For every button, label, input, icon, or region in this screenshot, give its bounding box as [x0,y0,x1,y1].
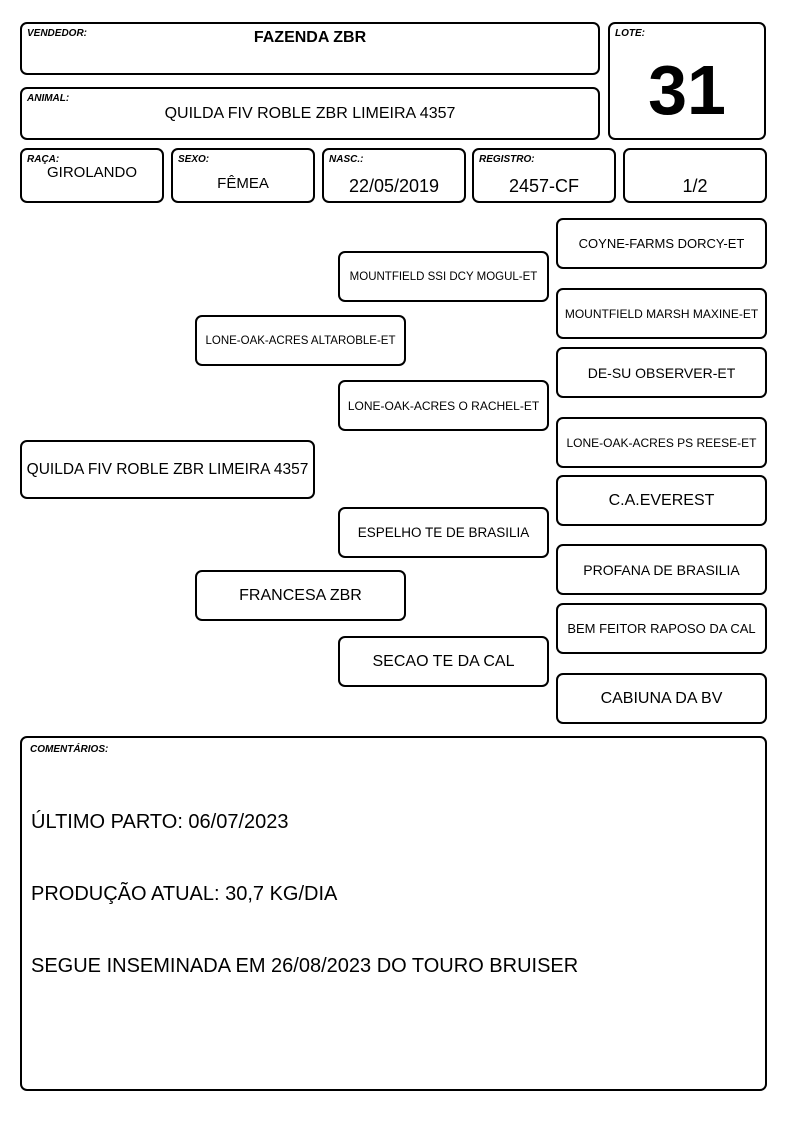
breed-value: GIROLANDO [46,164,137,181]
pedigree-sd-sire: DE-SU OBSERVER-ET [556,347,767,398]
breed-box: RAÇA: GIROLANDO [20,148,164,203]
vendor-value: FAZENDA ZBR [253,29,367,46]
pedigree-ss-dam: MOUNTFIELD MARSH MAXINE-ET [556,288,767,339]
pedigree-ss-sire: COYNE-FARMS DORCY-ET [556,218,767,269]
pedigree-ds-sire: C.A.EVEREST [556,475,767,526]
breed-label: RAÇA: [27,154,60,165]
pedigree-sire-sire: MOUNTFIELD SSI DCY MOGUL-ET [338,251,549,302]
vendor-label: VENDEDOR: [27,28,88,39]
sex-label: SEXO: [178,154,210,165]
birth-box: NASC.: 22/05/2019 [322,148,466,203]
comment-line-2: PRODUÇÃO ATUAL: 30,7 KG/DIA [31,883,338,905]
animal-box: ANIMAL: QUILDA FIV ROBLE ZBR LIMEIRA 435… [20,87,600,140]
pedigree-dam: FRANCESA ZBR [195,570,406,621]
lot-box: LOTE: 31 [608,22,766,140]
lot-number: 31 [648,51,726,129]
pedigree-ds-dam: PROFANA DE BRASILIA [556,544,767,595]
pedigree-sd-dam: LONE-OAK-ACRES PS REESE-ET [556,417,767,468]
pedigree-sire-dam: LONE-OAK-ACRES O RACHEL-ET [338,380,549,431]
birth-label: NASC.: [329,154,364,165]
sex-box: SEXO: FÊMEA [171,148,315,203]
registry-value: 2457-CF [508,176,580,196]
pedigree-dam-dam: SECAO TE DA CAL [338,636,549,687]
pedigree-dd-sire: BEM FEITOR RAPOSO DA CAL [556,603,767,654]
comments-box: COMENTÁRIOS: ÚLTIMO PARTO: 06/07/2023 PR… [20,736,767,1091]
comments-label: COMENTÁRIOS: [30,744,109,755]
animal-label: ANIMAL: [27,93,70,104]
comment-line-1: ÚLTIMO PARTO: 06/07/2023 [31,811,289,833]
animal-value: QUILDA FIV ROBLE ZBR LIMEIRA 4357 [164,105,456,122]
pedigree-dd-dam: CABIUNA DA BV [556,673,767,724]
lot-label: LOTE: [615,28,645,39]
registry-label: REGISTRO: [479,154,535,165]
pedigree-dam-sire: ESPELHO TE DE BRASILIA [338,507,549,558]
birth-value: 22/05/2019 [348,176,440,196]
pedigree-sire: LONE-OAK-ACRES ALTAROBLE-ET [195,315,406,366]
registry-box: REGISTRO: 2457-CF [472,148,616,203]
pedigree-subject: QUILDA FIV ROBLE ZBR LIMEIRA 4357 [20,440,315,499]
comment-line-3: SEGUE INSEMINADA EM 26/08/2023 DO TOURO … [31,955,579,977]
fraction-value: 1/2 [682,176,708,196]
comments-text: ÚLTIMO PARTO: 06/07/2023 PRODUÇÃO ATUAL:… [31,762,578,1026]
fraction-box: 1/2 [623,148,767,203]
vendor-box: VENDEDOR: FAZENDA ZBR [20,22,600,75]
sex-value: FÊMEA [217,175,269,192]
